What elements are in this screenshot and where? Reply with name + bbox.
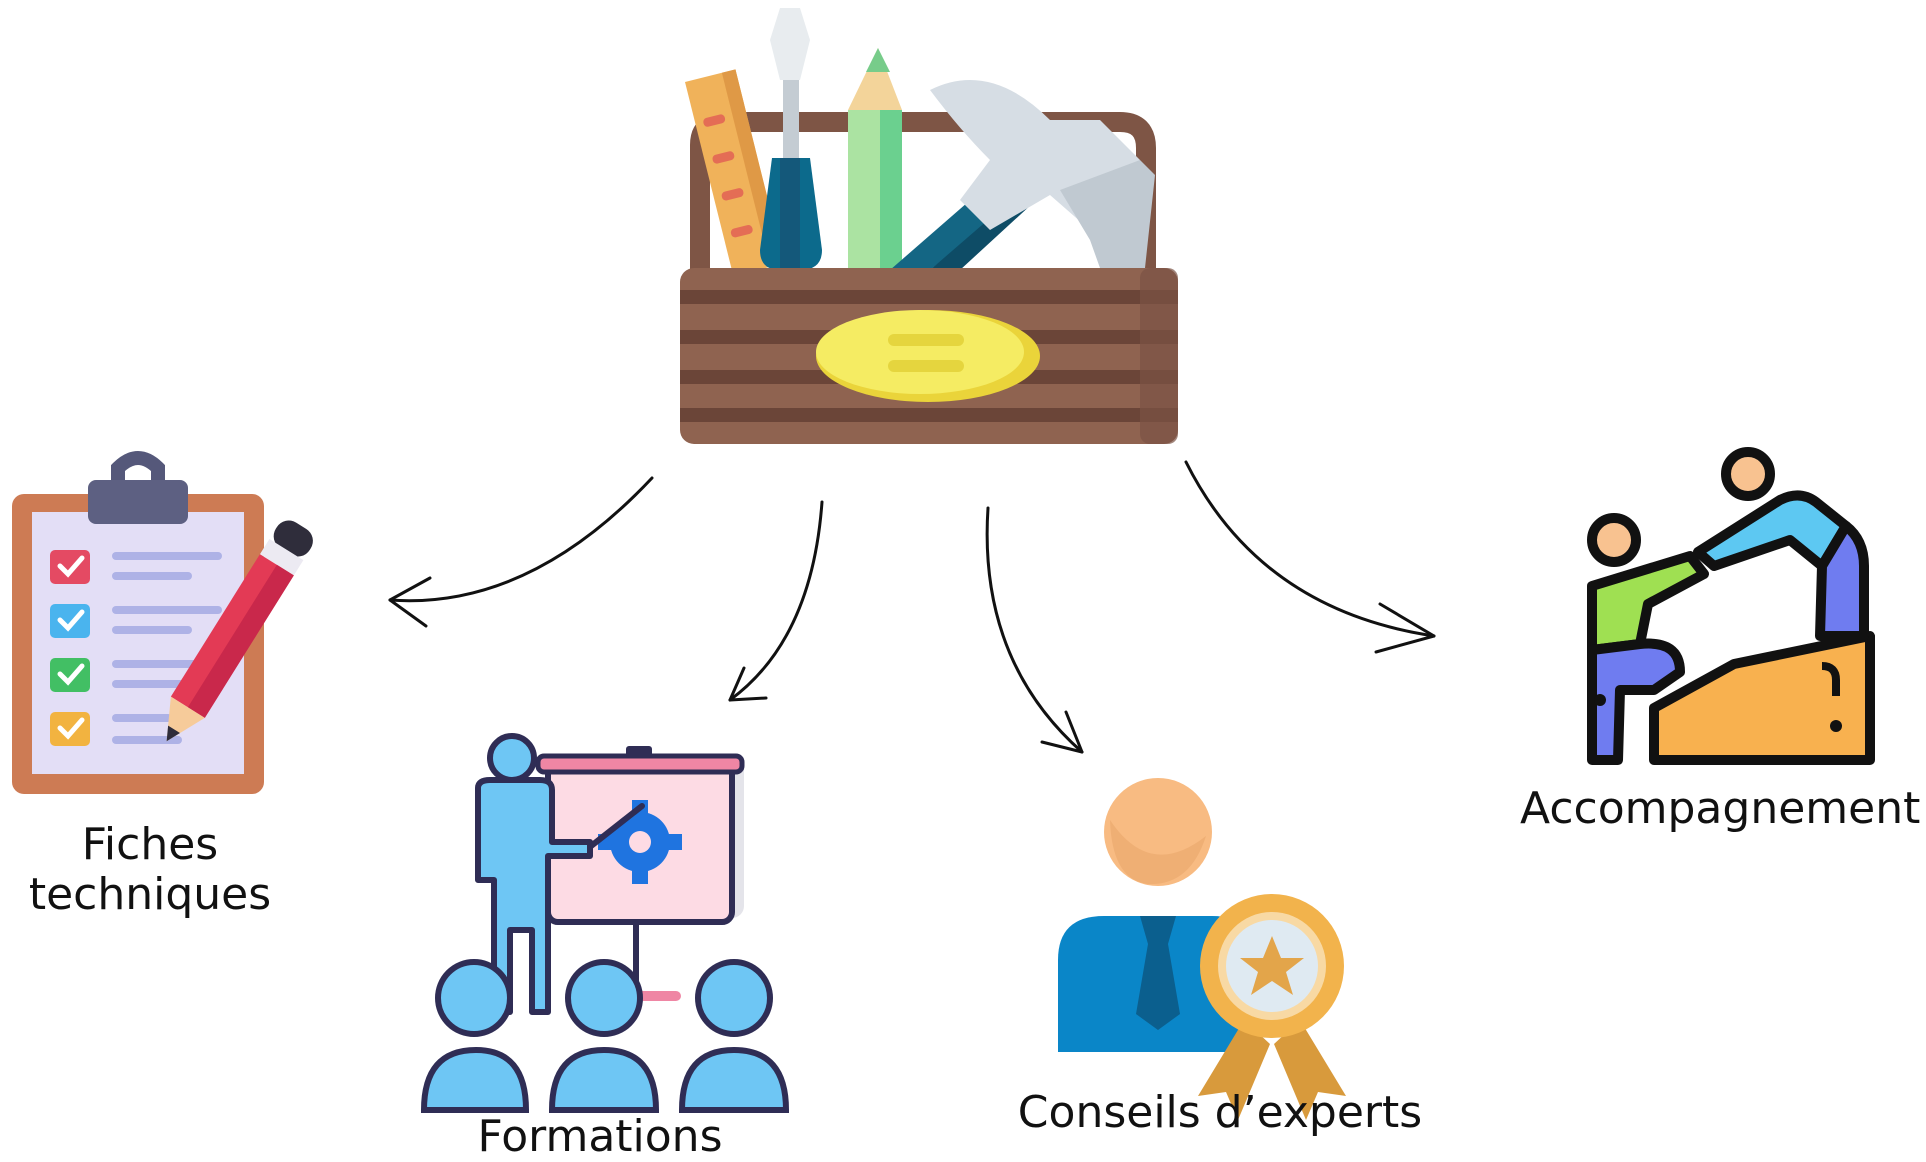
label-accompagnement: Accompagnement: [1520, 783, 1921, 834]
arrow-to-fiches: [388, 476, 654, 603]
label-fiches-line2: techniques: [28, 869, 272, 920]
label-fiches-techniques: Fiches techniques: [0, 820, 300, 920]
checklist-clipboard-icon: [12, 451, 313, 794]
label-fiches-line1: Fiches: [81, 819, 219, 870]
toolbox-icon: [680, 8, 1178, 444]
arrow-to-accompagnement: [1184, 460, 1436, 638]
label-conseils-experts: Conseils d’experts: [1017, 1087, 1423, 1138]
connector-arrows: [388, 460, 1436, 754]
arrowhead-conseils: [1040, 710, 1084, 754]
label-formations: Formations: [477, 1111, 723, 1162]
expert-award-icon: [1058, 778, 1346, 1120]
arrow-to-formations: [728, 500, 824, 702]
training-presentation-icon: [420, 733, 790, 1113]
arrowhead-formations: [728, 666, 768, 702]
helping-hand-climb-icon: [1587, 447, 1875, 765]
arrow-to-conseils: [985, 506, 1084, 754]
arrowhead-accompagnement: [1374, 602, 1436, 654]
arrowhead-fiches: [388, 576, 432, 628]
